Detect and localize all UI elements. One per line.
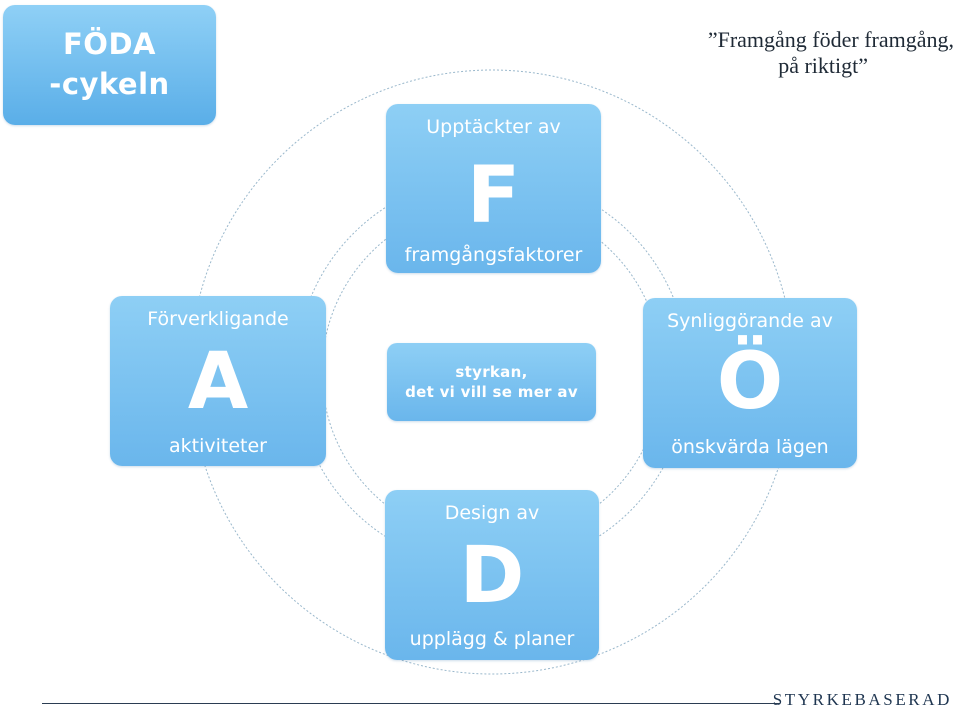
box-d-suffix: upplägg & planer xyxy=(409,628,575,650)
box-f-letter: F xyxy=(466,151,521,241)
quote-line-1: ”Framgång föder framgång, xyxy=(707,27,954,52)
box-f: Upptäckter av F framgångsfaktorer xyxy=(386,104,601,273)
box-a: Förverkligande A aktiviteter xyxy=(110,296,326,466)
center-line-1: styrkan, xyxy=(455,363,528,381)
box-a-suffix: aktiviteter xyxy=(169,435,267,457)
center-line-2: det vi vill se mer av xyxy=(405,383,578,401)
box-o: Synliggörande av Ö önskvärda lägen xyxy=(643,298,857,468)
center-box: styrkan, det vi vill se mer av xyxy=(387,343,596,421)
box-a-prefix: Förverkligande xyxy=(147,308,289,330)
box-d: Design av D upplägg & planer xyxy=(385,490,599,660)
footer-rule xyxy=(42,703,780,704)
box-o-prefix: Synliggörande av xyxy=(667,310,833,332)
quote-line-2: på riktigt” xyxy=(778,53,868,78)
quote: ”Framgång föder framgång, på riktigt” xyxy=(708,27,954,79)
box-d-letter: D xyxy=(459,531,525,621)
box-o-suffix: önskvärda lägen xyxy=(671,436,829,458)
title-box: FÖDA -cykeln xyxy=(3,5,216,125)
box-o-letter: Ö xyxy=(716,337,784,427)
box-f-prefix: Upptäckter av xyxy=(426,116,561,138)
box-a-letter: A xyxy=(187,337,249,427)
box-d-prefix: Design av xyxy=(444,502,540,524)
title-line-1: FÖDA xyxy=(63,27,156,61)
box-f-suffix: framgångsfaktorer xyxy=(404,244,583,266)
brand-logo: STYRKEBASERAD xyxy=(772,690,952,709)
title-line-2: -cykeln xyxy=(49,67,170,101)
